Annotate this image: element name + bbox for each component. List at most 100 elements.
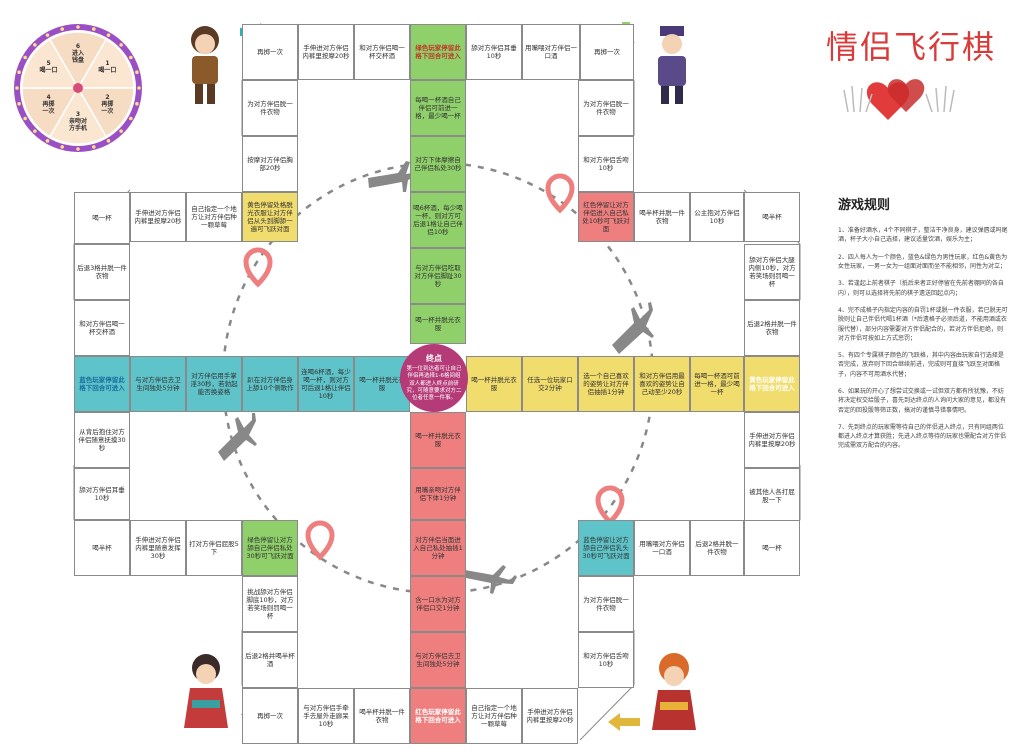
- cell-text: 打对方伴侣屁股5下: [189, 539, 239, 556]
- cell-text: 自己指定一个地方让对方伴侣种一颗草莓: [191, 204, 237, 230]
- cell-text: 和对方伴侣舌吻10秒: [583, 155, 629, 172]
- entry-cell: 蓝色玩家停留此格下回合可进入: [74, 356, 130, 412]
- cell-text: 蓝色停留让对方舔自己伴侣乳头30秒可飞跃对面: [582, 535, 630, 561]
- location-pin-icon: [595, 485, 625, 526]
- location-pin-icon: [545, 173, 575, 214]
- cell-text: 喝半杯并脱一件衣物: [359, 707, 405, 724]
- board-cell: 后退2格并喝半杯酒: [242, 632, 298, 688]
- cell-text: 自己指定一个地方让对方伴侣种一颗草莓: [471, 703, 517, 729]
- spinner-light: [76, 147, 80, 151]
- home-lane-cell: 喝一杯并脱光衣服: [410, 304, 466, 344]
- cell-text: 手伸进对方伴侣内裤里按摩20秒: [134, 208, 182, 225]
- board-cell: 后退2格并脱一件衣物: [690, 520, 744, 576]
- cell-text: 对方伴侣当面进入自己私处抽插1分钟: [413, 535, 463, 561]
- home-lane-cell: 用嘴亲吻对方伴侣下体1分钟: [410, 468, 466, 520]
- home-lane-cell: 连喝6杯酒，每少喝一杯，则对方可后退1格让伴侣10秒: [298, 356, 354, 412]
- board-cell: 和对方伴侣喝一杯交杯酒: [354, 24, 410, 80]
- spinner-light: [119, 43, 123, 47]
- home-lane-cell: 喝6杯酒，每少喝一杯，则对方可后退1格让自己伴侣10秒: [410, 192, 466, 248]
- spinner-text: 喝一口: [39, 67, 58, 75]
- board-cell: 与对方伴侣手牵手去屋外走廊呆10秒: [298, 688, 354, 744]
- home-lane-cell: 和对方伴侣用最喜欢的姿势让自己动至少20秒: [634, 356, 690, 412]
- finish-text: 第一位到达者可让自己伴侣再选择1-6格间组双人都进入终点前研究，可随意要求对方二…: [406, 366, 462, 401]
- board-cell: 再掷一次: [242, 24, 298, 80]
- cell-text: 按摩对方伴侣胸部20秒: [247, 155, 293, 172]
- cell-text: 后退2格并脱一件衣物: [747, 319, 797, 336]
- entry-cell: 红色玩家停留此格下回合可进入: [410, 688, 466, 744]
- character-figure-top-left: [191, 26, 219, 104]
- spinner-light: [137, 86, 141, 90]
- cell-text: 含一口水为对方伴侣口交1分钟: [415, 595, 461, 612]
- cell-text: 从背后抱住对方伴侣随意抚摸30秒: [78, 427, 126, 453]
- home-lane-cell: 任选一位玩家口交2分钟: [522, 356, 578, 412]
- cell-text: 和对方伴侣舌吻10秒: [583, 651, 629, 668]
- cell-text: 手伸进对方伴侣内裤里按摩20秒: [302, 43, 350, 60]
- board-cell: 和对方伴侣舌吻10秒: [578, 136, 634, 192]
- spinner-light: [135, 70, 139, 75]
- board-cell: 用嘴喂对方伴侣一口酒: [634, 520, 690, 576]
- spinner-wheel: [14, 24, 142, 152]
- cell-text: 再掷一次: [594, 47, 620, 56]
- cell-text: 手伸进对方伴侣内裤里按摩20秒: [748, 431, 796, 448]
- cell-text: 红色停留让对方伴侣进入自己私处10秒可飞跃对面: [582, 200, 630, 234]
- rule-item: 4、完不成格子内指定内容的自罚1杯或脱一件衣服，若已脱无可脱则让自己伴侣代喝1杯…: [838, 306, 1008, 342]
- spinner-number: 4: [46, 94, 51, 101]
- spinner-text: 再掷 一次: [42, 101, 55, 116]
- spinner-number: 5: [46, 60, 51, 67]
- cell-text: 后退3格并脱一件衣物: [77, 263, 127, 280]
- cell-text: 和对方伴侣喝一杯交杯酒: [79, 319, 125, 336]
- board-cell: 手伸进对方伴侣内裤里按摩20秒: [522, 688, 578, 744]
- cell-text: 喝一杯并脱光衣服: [471, 375, 517, 392]
- board-cell: 和对方伴侣喝一杯交杯酒: [74, 300, 130, 356]
- spinner-light: [106, 33, 111, 37]
- spinner-sector: [76, 38, 135, 89]
- home-lane-cell: 喝一杯并脱光衣服: [410, 412, 466, 468]
- board-cell: 喝半杯: [744, 192, 800, 242]
- cell-text: 用嘴亲吻对方伴侣下体1分钟: [415, 485, 461, 502]
- board-cell: 自己指定一个地方让对方伴侣种一颗草莓: [186, 192, 242, 242]
- character-figure-top-right: [658, 26, 686, 104]
- cell-text: 喝一杯并脱光衣服: [415, 431, 461, 448]
- spinner-light: [60, 145, 65, 149]
- spinner-light: [91, 27, 96, 31]
- cell-text: 连喝6杯酒，每少喝一杯，则对方可后退1格让伴侣10秒: [301, 367, 351, 401]
- board-cell: 喝一杯: [744, 520, 800, 576]
- spinner-light: [15, 86, 19, 90]
- board-cell: 手伸进对方伴侣内裤里按摩20秒: [298, 24, 354, 80]
- home-lane-cell: 含一口水为对方伴侣口交1分钟: [410, 576, 466, 632]
- cell-text: 舔对方伴侣耳垂10秒: [79, 485, 125, 502]
- cell-text: 再掷一次: [257, 711, 283, 720]
- cell-text: 公主抱对方伴侣10秒: [694, 208, 740, 225]
- spinner-light: [33, 43, 37, 47]
- rule-item: 3、若逢起上前者棋子（抵后来者正好停留在先前者棚同的各自内），则可以选择将先前的…: [838, 280, 1004, 297]
- board-cell: 舔对方伴侣大腿内侧10秒，对方若笑场则罚喝一杯: [744, 244, 800, 300]
- cell-text: 舔对方伴侣耳垂10秒: [471, 43, 517, 60]
- home-lane-cell: 每喝一杯酒自己伴侣可前进一格，最少喝一杯: [410, 80, 466, 136]
- arrow-left-icon: [608, 713, 640, 731]
- spinner-text: 再掷 一次: [101, 101, 114, 116]
- finish-title: 终点: [426, 353, 442, 363]
- home-lane-cell: 与对方伴侣去卫生间独处5分钟: [130, 356, 186, 412]
- board-cell: 喝半杯并脱一件衣物: [354, 688, 410, 744]
- board-cell: 手伸进对方伴侣内裤里随意发挥30秒: [130, 520, 186, 576]
- board-cell: 为对方伴侣脱一件衣物: [242, 80, 298, 136]
- spinner-text: 喝一口: [98, 67, 117, 75]
- board-cell: 用嘴喂对方伴侣一口酒: [522, 24, 580, 80]
- board-cell: 和对方伴侣舌吻10秒: [578, 632, 634, 688]
- rule-item: 7、先到终点的玩家需等待自己的伴侣进入终点，只有同组两位都进入终点才算获胜；先进…: [838, 423, 1007, 450]
- spinner-light: [119, 129, 123, 133]
- home-lane-cell: 对方伴侣当面进入自己私处抽插1分钟: [410, 520, 466, 576]
- board-cell: 绿色停留让对方舔自己伴侣私处30秒可飞跃对面: [242, 520, 298, 576]
- airplane-icon: [461, 565, 517, 594]
- board-cell: 为对方伴侣脱一件衣物: [578, 80, 634, 136]
- home-lane-cell: 对方伴侣用手掌淫30秒，若勃起能否换姿格: [186, 356, 242, 412]
- cell-text: 手伸进对方伴侣内裤里随意发挥30秒: [135, 535, 181, 561]
- board-cell: 再掷一次: [580, 24, 634, 80]
- spinner-sector: [21, 38, 80, 89]
- board-cell: 喝半杯并脱一件衣物: [634, 192, 690, 242]
